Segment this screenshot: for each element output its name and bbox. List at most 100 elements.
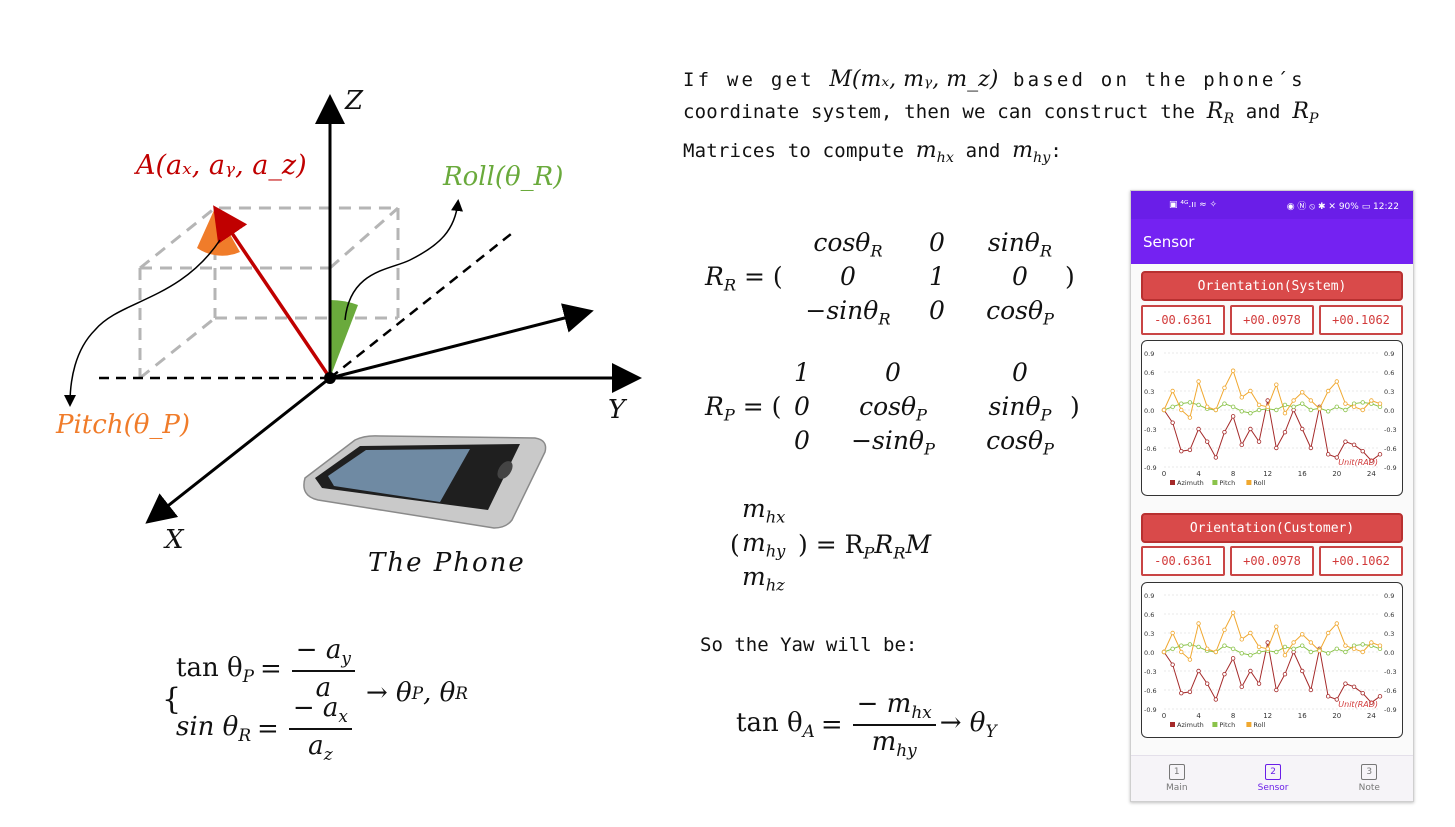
tan-theta-a: tan θA <box>736 708 815 741</box>
data-point-azimuth <box>1377 452 1383 457</box>
legend-label-pitch: Pitch <box>1219 721 1235 729</box>
y-tick-label-right: -0.9 <box>1384 464 1397 472</box>
data-point-pitch <box>1360 642 1365 647</box>
rr-cell-2-2: cosθP <box>986 296 1054 329</box>
data-point-azimuth <box>1239 684 1244 690</box>
rr-cell-0-0: cosθR <box>813 228 883 261</box>
data-point-roll <box>1360 649 1365 655</box>
vector-open: ( <box>730 530 740 559</box>
rp-cell-0-1: 0 <box>885 358 901 387</box>
bottom-navigation: 1 Main 2 Sensor 3 Note <box>1131 755 1413 801</box>
matrix-r-p-lhs: RP = ( <box>705 392 782 425</box>
roll-pointer-arrow <box>344 199 464 321</box>
y-tick-label-right: -0.6 <box>1384 687 1397 695</box>
data-point-azimuth <box>1369 700 1374 705</box>
data-point-azimuth <box>1351 442 1357 448</box>
data-point-roll <box>1291 640 1296 645</box>
data-point-pitch <box>1282 402 1288 408</box>
data-point-pitch <box>1179 401 1184 406</box>
data-point-roll <box>1196 621 1201 626</box>
data-point-pitch <box>1334 404 1339 410</box>
y-tick-label-left: 0.3 <box>1144 630 1154 638</box>
roll-equation: sin θR = − ax az <box>176 694 356 763</box>
rr-cell-2-1: 0 <box>929 296 945 325</box>
data-point-pitch <box>1274 407 1279 413</box>
projection-box <box>138 206 400 380</box>
data-point-pitch <box>1248 652 1253 658</box>
unit-label: Unit(RAD) <box>1338 700 1378 709</box>
app-title: Sensor <box>1143 232 1195 251</box>
pitch-label: Pitch(θ_P) <box>56 410 190 440</box>
y-tick-label-left: 0.3 <box>1144 388 1154 396</box>
data-point-roll <box>1222 385 1227 391</box>
orientation-system-button[interactable]: Orientation(System) <box>1141 271 1403 301</box>
data-point-roll <box>1170 630 1175 636</box>
x-tick-label: 16 <box>1298 470 1307 478</box>
data-point-pitch <box>1360 400 1365 405</box>
data-point-pitch <box>1343 407 1348 413</box>
rotated-axis <box>329 303 594 380</box>
data-point-azimuth <box>1334 697 1339 702</box>
x-tick-label: 0 <box>1162 712 1166 720</box>
system-azimuth-value: -00.6361 <box>1141 305 1225 335</box>
nav-note[interactable]: 3 Note <box>1359 764 1380 793</box>
rp-cell-2-1: −sinθP <box>851 426 935 459</box>
x-tick-label: 20 <box>1332 712 1341 720</box>
customer-azimuth-value: -00.6361 <box>1141 546 1225 576</box>
status-right-icons: ◉ Ⓝ ⦸ ✱ ✕ 90% ▭ 12:22 <box>1286 201 1399 212</box>
roll-fraction: − ax az <box>288 694 352 763</box>
intro-paragraph: If we get M(mₓ, mᵧ, m_z) based on the ph… <box>683 64 1403 174</box>
data-point-roll <box>1317 406 1322 411</box>
data-point-roll <box>1308 640 1314 645</box>
legend-swatch-roll <box>1246 722 1252 727</box>
data-point-pitch <box>1291 646 1296 652</box>
data-point-roll <box>1377 401 1383 406</box>
legend-label-roll: Roll <box>1253 721 1265 729</box>
data-point-roll <box>1248 630 1253 636</box>
data-point-azimuth <box>1256 681 1262 686</box>
nav-main[interactable]: 1 Main <box>1166 764 1188 793</box>
series-line-roll <box>1163 369 1381 419</box>
pitch-equation: tan θP = − ay a <box>176 636 359 702</box>
data-point-roll <box>1204 404 1210 410</box>
data-point-pitch <box>1300 643 1305 648</box>
x-tick-label: 8 <box>1231 712 1235 720</box>
pitch-fraction: − ay a <box>291 636 355 702</box>
data-point-roll <box>1308 398 1314 403</box>
x-tick-label: 24 <box>1367 712 1376 720</box>
origin-point <box>324 372 336 384</box>
data-point-azimuth <box>1248 668 1253 674</box>
data-point-azimuth <box>1282 429 1288 435</box>
data-point-azimuth <box>1222 429 1227 435</box>
formula-brace: { <box>162 682 182 717</box>
data-point-roll <box>1256 402 1262 408</box>
data-point-azimuth <box>1334 455 1339 460</box>
data-point-roll <box>1369 398 1374 403</box>
data-point-azimuth <box>1265 640 1270 645</box>
data-point-roll <box>1274 382 1279 387</box>
orientation-customer-button[interactable]: Orientation(Customer) <box>1141 513 1403 543</box>
vector-cell-1: mhy <box>742 528 786 561</box>
data-point-pitch <box>1308 649 1314 655</box>
status-left-icons: ▣ ⁴ᴳ.ıı ≈ ✧ <box>1169 200 1218 210</box>
data-point-azimuth <box>1222 671 1227 677</box>
y-tick-label-right: -0.3 <box>1384 426 1397 434</box>
data-point-azimuth <box>1248 426 1253 432</box>
rp-cell-0-0: 1 <box>794 358 810 387</box>
x-tick-label: 16 <box>1298 712 1307 720</box>
vector-rhs: ) = RPRRM <box>798 530 932 563</box>
x-tick-label: 0 <box>1162 470 1166 478</box>
nav-sensor[interactable]: 2 Sensor <box>1258 764 1289 793</box>
data-point-roll <box>1187 657 1193 662</box>
y-tick-label-left: -0.6 <box>1144 687 1157 695</box>
data-point-pitch <box>1196 402 1201 408</box>
data-point-azimuth <box>1204 681 1210 686</box>
legend-swatch-pitch <box>1212 480 1218 485</box>
data-point-azimuth <box>1274 445 1279 451</box>
unit-label: Unit(RAD) <box>1338 458 1378 467</box>
roll-label: Roll(θ_R) <box>443 162 564 192</box>
